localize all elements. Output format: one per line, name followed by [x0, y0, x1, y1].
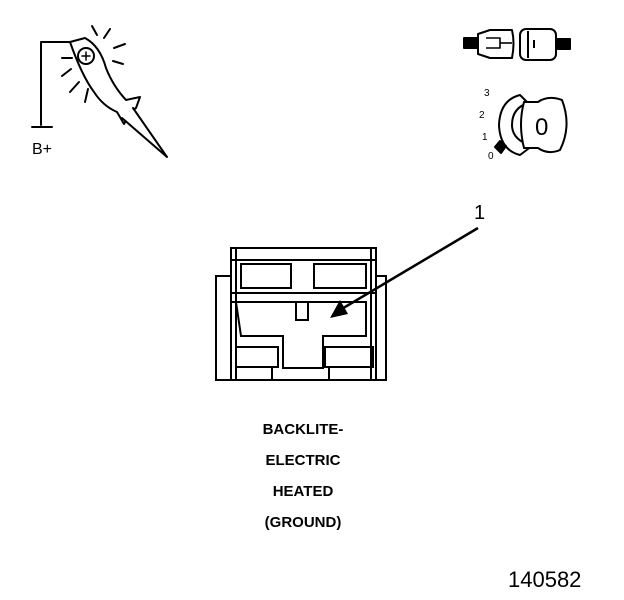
ignition-position-3: 3 — [484, 88, 490, 99]
caption-line: ELECTRIC — [265, 452, 341, 469]
caption-line: BACKLITE- — [262, 421, 344, 438]
connector-caption: BACKLITE- ELECTRIC HEATED (GROUND) — [200, 414, 406, 538]
caption-line: HEATED — [272, 483, 334, 500]
connector-disconnected-icon — [463, 28, 571, 61]
callout-arrow — [330, 226, 479, 318]
caption-line: (GROUND) — [264, 514, 342, 531]
figure-number: 140582 — [508, 567, 582, 592]
callout-number: 1 — [474, 202, 486, 224]
b-plus-label: B+ — [32, 141, 53, 158]
ignition-position-2: 2 — [479, 110, 485, 121]
ignition-key-label: 0 — [535, 114, 549, 141]
test-light-probe-icon — [31, 25, 168, 158]
ignition-key-switch-icon — [494, 94, 568, 156]
ignition-position-0: 0 — [488, 151, 494, 162]
ignition-position-1: 1 — [482, 132, 488, 143]
connector-face-icon — [215, 247, 387, 381]
